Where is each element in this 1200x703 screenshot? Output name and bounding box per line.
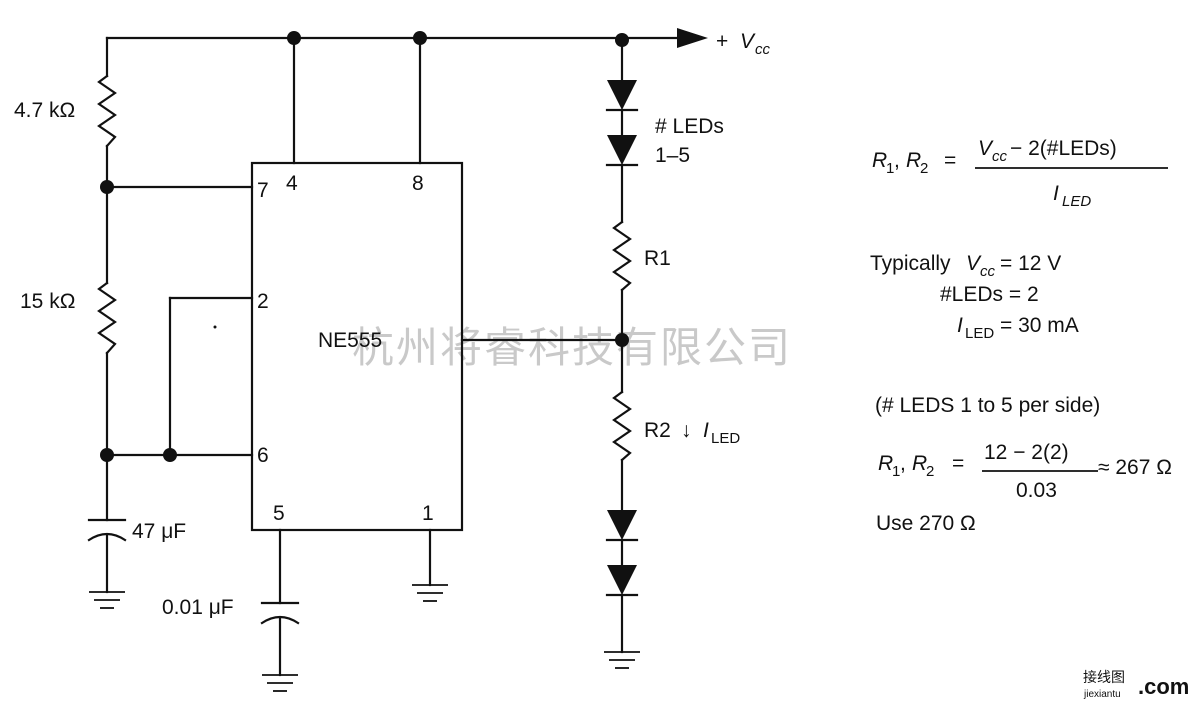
- led-diode-2-icon: [605, 135, 639, 167]
- typ-line2: #LEDs = 2: [940, 283, 1039, 306]
- supply-subscript: cc: [755, 41, 771, 58]
- resistor-15k-icon: [97, 281, 117, 355]
- junction-nodes: [100, 31, 629, 462]
- f1-equals: =: [944, 149, 956, 172]
- f1-den-i: I: [1053, 182, 1059, 205]
- resistor-4.7k-icon: [97, 74, 117, 148]
- typ-line3-sub: LED: [965, 325, 994, 342]
- f2-equals: =: [952, 452, 964, 475]
- pin-5-label: 5: [273, 502, 285, 525]
- capacitor-47uf-icon: [87, 518, 127, 542]
- f1-num-v-sub: cc: [992, 148, 1008, 165]
- r-mid-label: 15 kΩ: [20, 290, 75, 313]
- supply-prefix: +: [716, 30, 728, 53]
- pin-7-label: 7: [257, 179, 269, 202]
- f1-r1-sub: 1: [886, 160, 894, 177]
- use-value: Use 270 Ω: [876, 512, 976, 535]
- watermark-text: 杭州将睿科技有限公司: [352, 323, 792, 372]
- led-diode-4-icon: [605, 565, 639, 597]
- pin-6-label: 6: [257, 444, 269, 467]
- f2-r2-sub: 2: [926, 463, 934, 480]
- led-label-line1: # LEDs: [655, 115, 724, 138]
- c-control-label: 0.01 μF: [162, 596, 234, 619]
- f2-sep: ,: [900, 452, 906, 475]
- current-arrow-icon: ↓: [681, 419, 692, 442]
- ground-1-icon: [89, 591, 125, 609]
- i-led-symbol: I: [703, 419, 709, 442]
- site-watermark: 接线图 jiexiantu .com: [1083, 669, 1189, 700]
- r2-label: R2: [644, 419, 671, 442]
- typical-values: Typically V cc = 12 V #LEDs = 2 I LED = …: [870, 252, 1079, 342]
- pin-8-label: 8: [412, 172, 424, 195]
- pin-2-label: 2: [257, 290, 269, 313]
- f2-numerator: 12 − 2(2): [984, 441, 1069, 464]
- typ-line1-value: = 12 V: [1000, 252, 1061, 275]
- f1-den-i-sub: LED: [1062, 193, 1091, 210]
- wiring: [105, 36, 682, 677]
- resistor-r1-icon: [612, 220, 632, 292]
- capacitor-0.01uf-icon: [260, 601, 300, 625]
- f2-result: ≈ 267 Ω: [1098, 456, 1172, 479]
- pin-4-label: 4: [286, 172, 298, 195]
- f1-r2-sub: 2: [920, 160, 928, 177]
- site-name: 接线图: [1083, 669, 1125, 686]
- ground-3-icon: [412, 584, 448, 602]
- stray-dot: [213, 325, 217, 329]
- ground-2-icon: [262, 674, 298, 692]
- note-leds-per-side: (# LEDS 1 to 5 per side): [875, 394, 1100, 417]
- typ-line3-value: = 30 mA: [1000, 314, 1079, 337]
- f2-denominator: 0.03: [1016, 479, 1057, 502]
- f1-num-v: V: [978, 137, 994, 160]
- led-label-line2: 1–5: [655, 144, 690, 167]
- f1-r2: R: [906, 149, 921, 172]
- pin-1-label: 1: [422, 502, 434, 525]
- site-url-text: jiexiantu: [1083, 689, 1121, 700]
- typ-line1-v: V: [966, 252, 982, 275]
- f2-r1: R: [878, 452, 893, 475]
- f2-r2: R: [912, 452, 927, 475]
- c-timing-label: 47 μF: [132, 520, 186, 543]
- r1-label: R1: [644, 247, 671, 270]
- formula-calculated: R 1 , R 2 = 12 − 2(2) 0.03 ≈ 267 Ω: [878, 441, 1172, 502]
- typ-line3-i: I: [957, 314, 963, 337]
- led-diode-3-icon: [605, 510, 639, 542]
- ground-4-icon: [604, 651, 640, 669]
- resistor-r2-icon: [612, 390, 632, 462]
- f1-r1: R: [872, 149, 887, 172]
- formula-general: R 1 , R 2 = V cc − 2(#LEDs) I LED: [872, 137, 1168, 210]
- f1-sep: ,: [894, 149, 900, 172]
- r-top-label: 4.7 kΩ: [14, 99, 75, 122]
- typ-line1-v-sub: cc: [980, 263, 996, 280]
- site-domain: .com: [1138, 674, 1189, 699]
- f1-num-rest: − 2(#LEDs): [1010, 137, 1117, 160]
- supply-symbol: V: [740, 30, 756, 53]
- led-diode-1-icon: [605, 80, 639, 112]
- typ-line1-prefix: Typically: [870, 252, 951, 275]
- i-led-subscript: LED: [711, 430, 740, 447]
- ne555-ic: [250, 161, 464, 532]
- f2-r1-sub: 1: [892, 463, 900, 480]
- ic-name: NE555: [318, 329, 382, 352]
- supply-arrow-icon: [677, 28, 708, 48]
